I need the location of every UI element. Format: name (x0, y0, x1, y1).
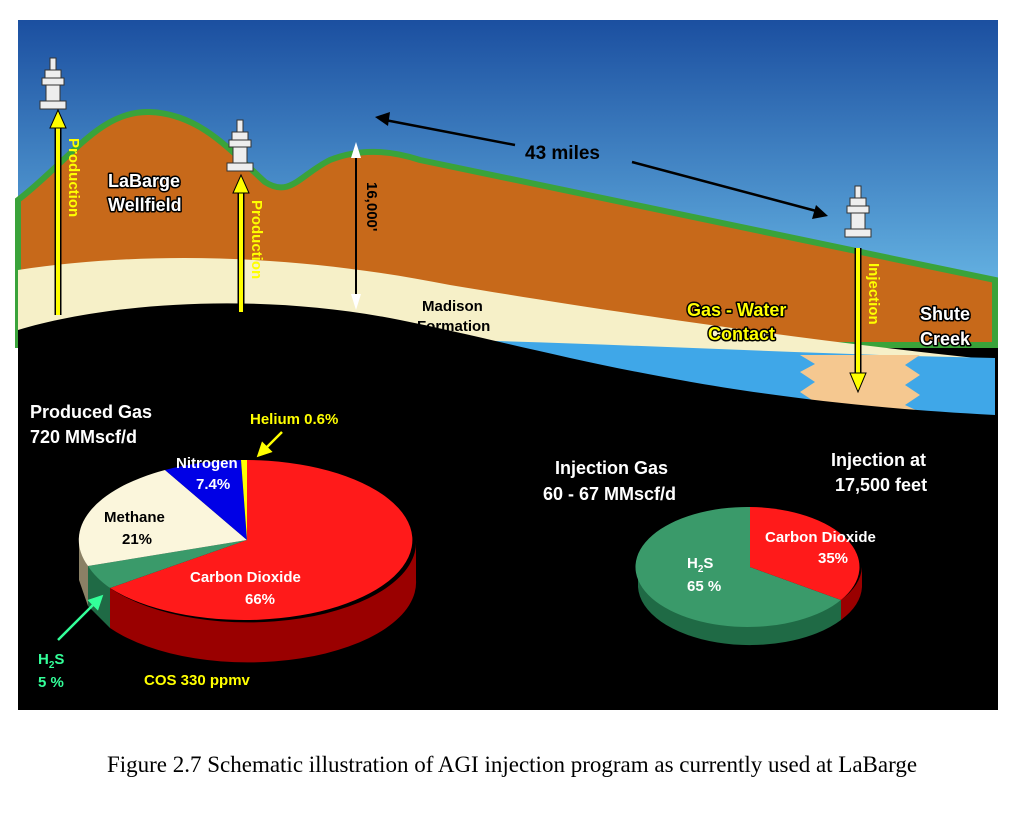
inj-pie-slice-co2 (750, 507, 860, 600)
site-label-1: Shute (920, 304, 970, 324)
co2-pct: 66% (245, 591, 275, 608)
injection-gas-title-1: Injection Gas (555, 458, 668, 478)
helium-label: Helium 0.6% (250, 411, 338, 428)
inj-pie-side-h2s (638, 567, 841, 646)
formation-label-2: Formation (417, 318, 490, 335)
contact-label-1: Gas - Water (687, 300, 786, 320)
injection-label: Injection (865, 263, 882, 325)
distance-arrow (375, 112, 828, 219)
distance-label: 43 miles (525, 143, 600, 164)
formation-label-1: Madison (422, 298, 483, 315)
h2s-pointer (57, 594, 104, 641)
depth-arrow (351, 142, 361, 310)
co2-label: Carbon Dioxide (190, 569, 301, 586)
nitrogen-pct: 7.4% (196, 476, 230, 493)
depth-label: 16,000' (363, 182, 380, 231)
production-label-2: Production (248, 200, 265, 279)
inj-pie-side-co2 (841, 567, 862, 620)
wellfield-label-1: LaBarge (108, 171, 180, 191)
production-arrow-1 (49, 108, 67, 315)
inj-h2s-label: H2S (687, 555, 713, 575)
contact-label-2: Contact (708, 324, 775, 344)
pie-slice-nitrogen (165, 460, 247, 540)
wellhead-icon (39, 57, 67, 110)
produced-gas-title-1: Produced Gas (30, 402, 152, 422)
inj-co2-label: Carbon Dioxide (765, 529, 876, 546)
pie-slice-co2 (110, 460, 413, 620)
pie-slice-methane (78, 470, 247, 566)
produced-gas-title-2: 720 MMscf/d (30, 427, 137, 447)
production-arrow-2 (232, 173, 250, 312)
site-label-2: Creek (920, 329, 971, 349)
injection-depth-2: 17,500 feet (835, 475, 927, 495)
inj-pie-slice-h2s (635, 506, 841, 627)
nitrogen-label: Nitrogen (176, 455, 238, 472)
pie-slice-helium (241, 459, 247, 540)
methane-pct: 21% (122, 531, 152, 548)
cos-label: COS 330 ppmv (144, 672, 251, 689)
pie-side-methane (79, 540, 88, 606)
wellhead-icon (226, 119, 254, 172)
methane-label: Methane (104, 509, 165, 526)
figure-caption: Figure 2.7 Schematic illustration of AGI… (106, 752, 918, 777)
helium-pointer (256, 431, 283, 458)
h2s-pct-produced: 5 % (38, 674, 64, 691)
wellhead-icon (844, 185, 872, 238)
wellfield-label-2: Wellfield (108, 195, 182, 215)
inj-co2-pct: 35% (818, 550, 848, 567)
production-label-1: Production (65, 138, 82, 217)
injection-depth-1: Injection at (831, 450, 926, 470)
injection-gas-pie (635, 506, 862, 646)
produced-gas-pie (78, 459, 417, 663)
pie-slice-h2s (88, 540, 247, 588)
injection-arrow (849, 248, 867, 394)
inj-h2s-pct: 65 % (687, 578, 721, 595)
h2s-label-produced: H2S (38, 651, 64, 671)
pie-side-co2 (110, 540, 417, 663)
injection-gas-title-2: 60 - 67 MMscf/d (543, 484, 676, 504)
